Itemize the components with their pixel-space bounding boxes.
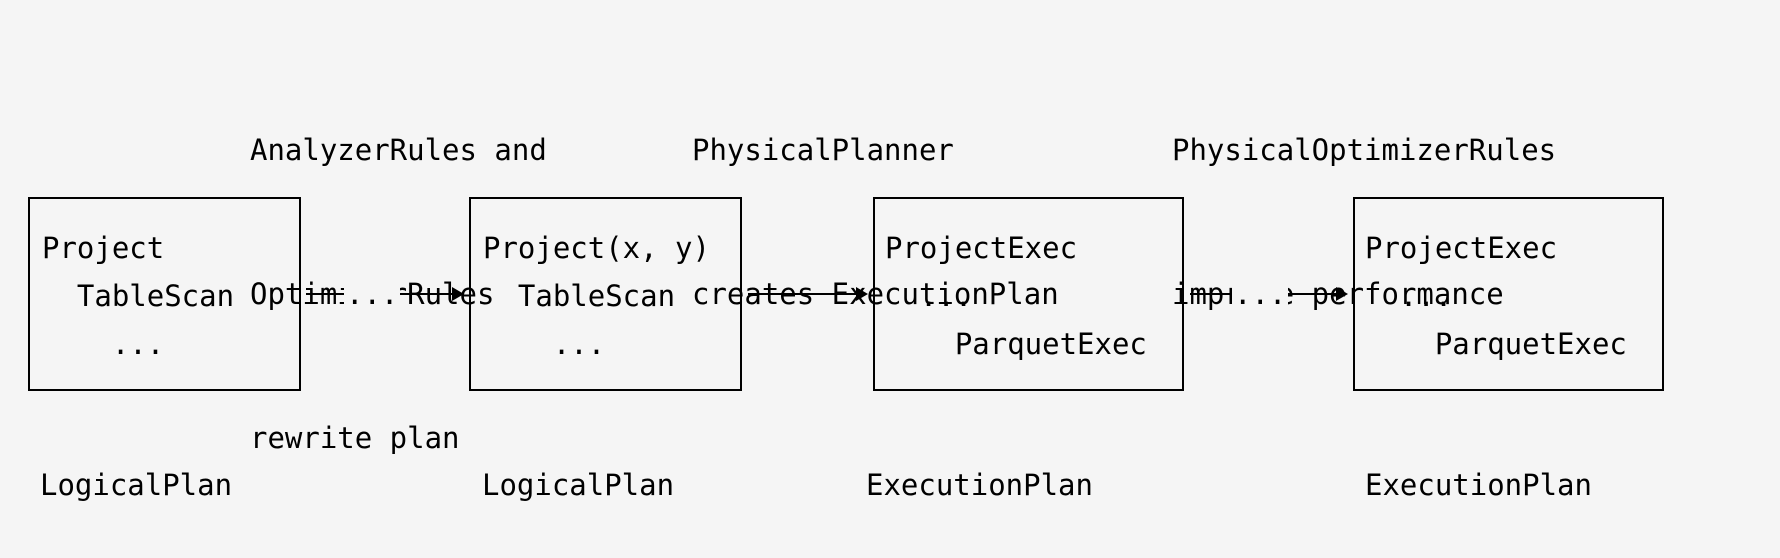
plan-node-line: ProjectExec — [885, 231, 1078, 265]
transform-arrow-2 — [748, 284, 868, 304]
plan-node-line: TableScan — [42, 279, 235, 313]
plan-node-line: ... — [42, 327, 165, 361]
arrow-right-icon — [748, 287, 868, 301]
ellipsis: ... — [344, 277, 401, 311]
plan-node-line: Project(x, y) — [483, 231, 710, 265]
execution-plan-box-1: ProjectExec ... ParquetExec — [873, 197, 1184, 391]
plan-node-line: TableScan — [483, 279, 676, 313]
execution-plan-box-2: ProjectExec ... ParquetExec — [1353, 197, 1664, 391]
caption-line: creates ExecutionPlan — [692, 277, 1059, 311]
logical-plan-box-2: Project(x, y) TableScan ... — [469, 197, 742, 391]
caption-line: AnalyzerRules and — [250, 133, 547, 167]
plan-node-line: Project — [42, 231, 165, 265]
caption-line: rewrite plan — [250, 421, 460, 455]
plan-node-line: ... — [483, 327, 606, 361]
caption-line: PhysicalOptimizerRules — [1172, 133, 1557, 167]
plan-node-line: ParquetExec — [885, 327, 1147, 361]
plan-node-line: ... — [885, 279, 973, 313]
plan-type-label: LogicalPlan — [40, 468, 233, 502]
plan-node-line: ... — [1365, 279, 1453, 313]
transform-arrow-3: ... — [1190, 280, 1348, 309]
plan-node-line: ParquetExec — [1365, 327, 1627, 361]
logical-plan-box-1: Project TableScan ... — [28, 197, 301, 391]
plan-type-label: LogicalPlan — [482, 468, 675, 502]
plan-type-label: ExecutionPlan — [1365, 468, 1592, 502]
caption-line: PhysicalPlanner — [692, 133, 954, 167]
transform-arrow-1: ... — [306, 280, 464, 309]
ellipsis: ... — [1232, 277, 1289, 311]
plan-node-line: ProjectExec — [1365, 231, 1558, 265]
plan-type-label: ExecutionPlan — [866, 468, 1093, 502]
query-planning-diagram: AnalyzerRules and OptimizerRules rewrite… — [28, 30, 1664, 502]
caption-physical-planner: PhysicalPlanner creates ExecutionPlan — [692, 30, 1059, 414]
